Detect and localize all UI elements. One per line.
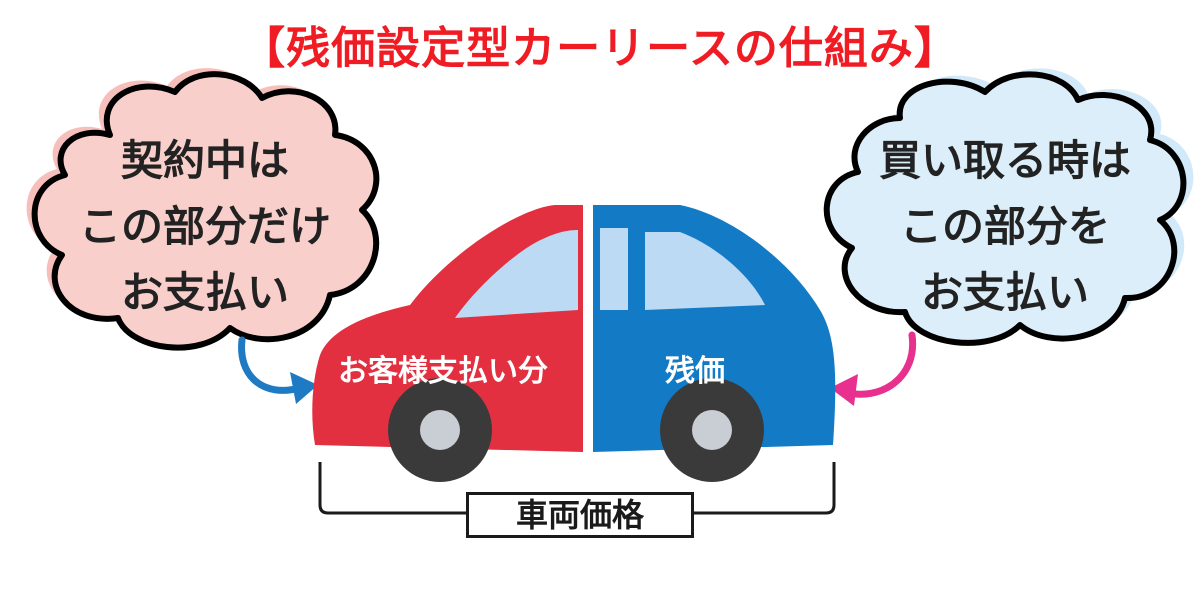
right-arrow [830,331,917,406]
residual-value-label: 残価 [665,354,725,389]
left-cloud [26,68,380,351]
left-cloud-line: お支払い [120,268,289,317]
car-left-window [455,230,578,318]
car-right-window-front [600,228,628,310]
right-cloud-line: お支払い [920,268,1089,317]
right-cloud-text: 買い取る時は この部分を お支払い [835,128,1175,326]
left-cloud-line: 契約中は [120,136,289,185]
page-title: 【残価設定型カーリースの仕組み】 [241,23,959,74]
right-cloud-line: 買い取る時は [878,136,1131,185]
customer-payment-label: お客様支払い分 [338,354,548,389]
car-right-window-rear [645,232,765,310]
right-cloud-line: この部分を [899,202,1110,251]
right-cloud [823,68,1194,346]
front-wheel [388,378,492,482]
car-illustration [312,205,836,482]
left-cloud-text: 契約中は この部分だけ お支払い [55,128,355,326]
vehicle-price-label: 車両価格 [466,492,694,538]
left-arrow [238,336,318,404]
rear-wheel [660,378,764,482]
left-cloud-line: この部分だけ [78,202,331,251]
